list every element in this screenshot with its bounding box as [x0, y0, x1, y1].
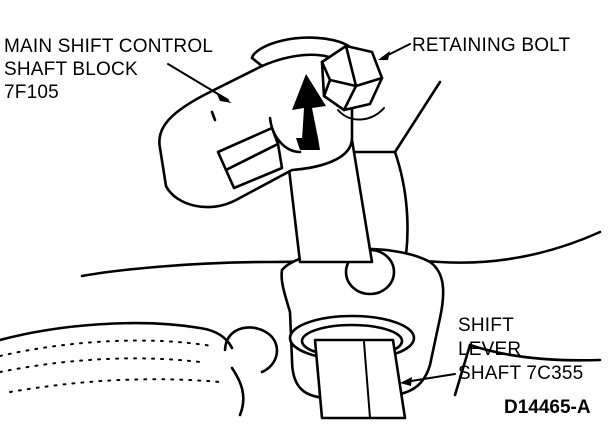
- key-insert: [216, 126, 284, 190]
- label-block-line1: MAIN SHIFT CONTROL: [4, 36, 213, 57]
- leader-lines: [167, 43, 456, 386]
- label-lever-line3: SHAFT 7C355: [458, 363, 583, 384]
- label-lever-line1: SHIFT: [458, 315, 514, 336]
- leader-lever: [404, 373, 456, 383]
- shift-lever-shaft: [285, 138, 407, 420]
- retaining-bolt: [320, 44, 385, 121]
- figure-id: D14465-A: [504, 397, 591, 418]
- label-shift-lever: SHIFT LEVER SHAFT 7C355: [458, 315, 583, 384]
- lower-casting: [0, 321, 602, 417]
- label-lever-line2: LEVER: [458, 339, 521, 360]
- label-shaft-block: MAIN SHIFT CONTROL SHAFT BLOCK 7F105: [4, 36, 213, 103]
- label-block-line2: SHAFT BLOCK: [4, 59, 138, 80]
- label-retaining-bolt: RETAINING BOLT: [412, 35, 571, 56]
- up-arrow-icon: [292, 74, 326, 150]
- label-block-line3: 7F105: [4, 82, 59, 103]
